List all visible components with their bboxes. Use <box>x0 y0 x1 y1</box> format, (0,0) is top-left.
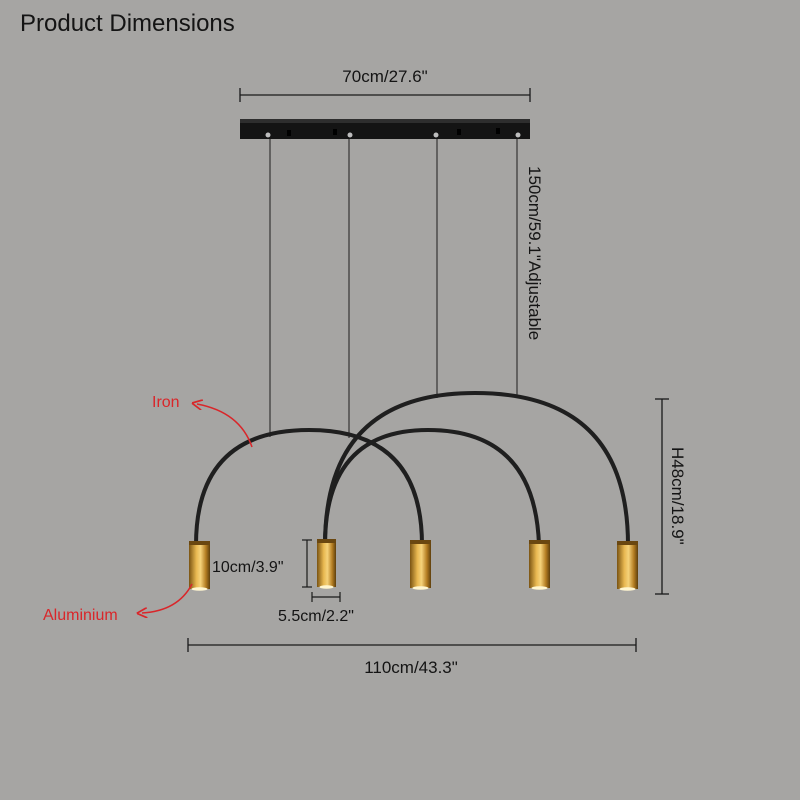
shade-diameter-dimension <box>311 592 341 602</box>
arc-small <box>194 427 424 546</box>
iron-arrow <box>197 404 253 448</box>
shade-1 <box>189 541 210 591</box>
shade-height-label: 10cm/3.9" <box>212 559 284 576</box>
canopy-width-label: 70cm/27.6" <box>342 67 427 86</box>
total-height-label: H48cm/18.9" <box>668 447 687 545</box>
shade-5 <box>617 541 638 591</box>
aluminium-material-label: Aluminium <box>43 607 118 624</box>
page-title: Product Dimensions <box>20 10 235 37</box>
total-width-dimension <box>187 638 637 652</box>
arc-large <box>323 390 630 546</box>
ceiling-canopy <box>240 119 530 139</box>
suspension-cables <box>269 139 518 438</box>
shade-diameter-label: 5.5cm/2.2" <box>278 608 354 625</box>
arc-medium <box>323 427 541 546</box>
iron-arcs <box>194 390 630 546</box>
cable-length-label: 150cm/59.1"Adjustable <box>525 166 544 340</box>
aluminium-arrow <box>142 583 193 613</box>
shade-2 <box>317 539 336 589</box>
aluminium-shades <box>189 539 638 591</box>
iron-material-label: Iron <box>152 394 180 411</box>
shade-height-dimension <box>302 539 312 588</box>
shade-4 <box>529 540 550 590</box>
shade-3 <box>410 540 431 590</box>
canopy-width-dimension <box>239 88 531 102</box>
total-height-dimension <box>655 398 669 595</box>
total-width-label: 110cm/43.3" <box>364 658 458 677</box>
